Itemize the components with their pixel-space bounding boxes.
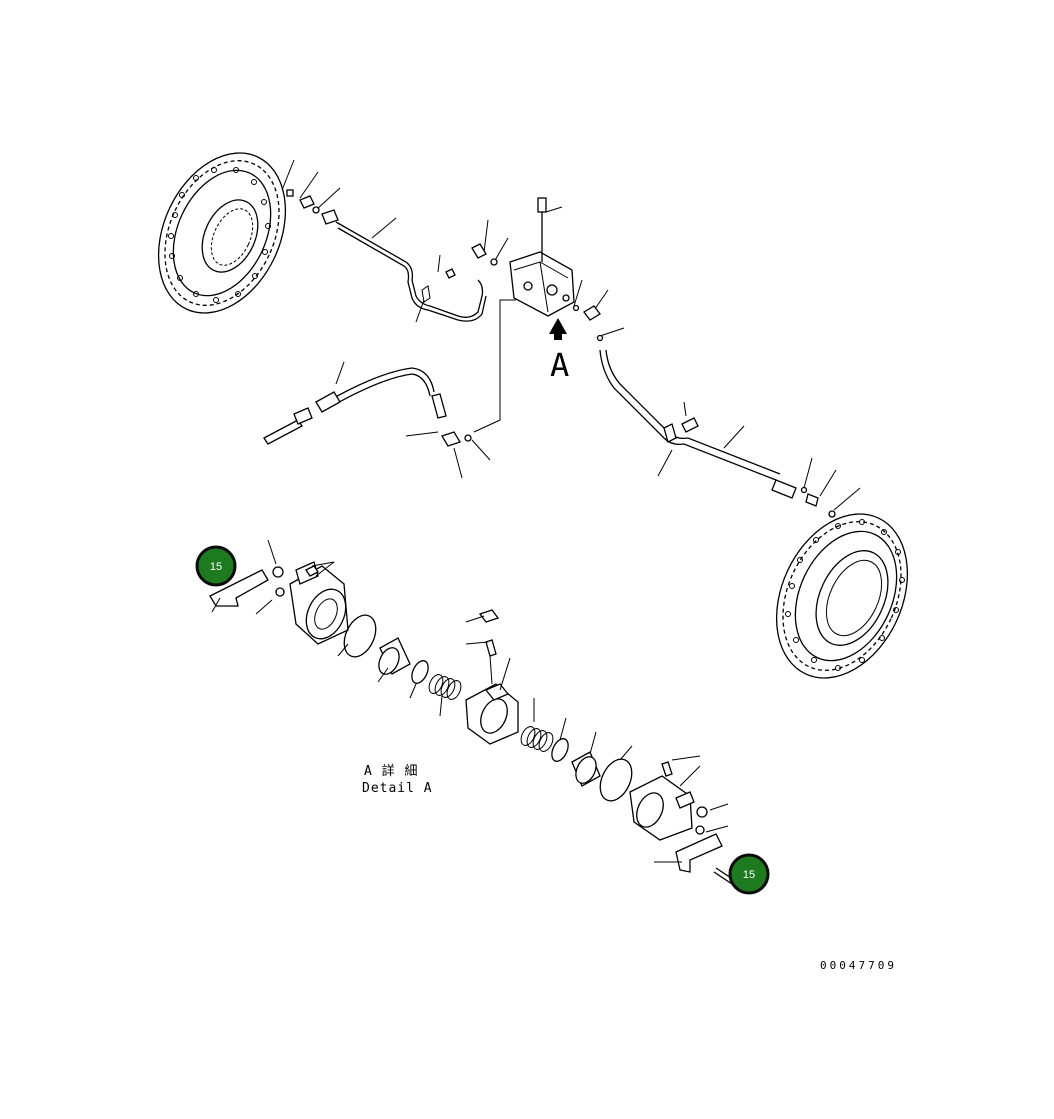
hose-left	[263, 299, 516, 479]
leaders-left-sprocket	[281, 159, 625, 337]
callout-number-right: 15	[743, 869, 755, 881]
drawing-number: 00047709	[820, 959, 897, 972]
leaders-detail-a	[211, 539, 729, 863]
callout-badge-left[interactable]: 15	[195, 545, 237, 587]
left-sprocket	[157, 152, 287, 314]
detail-label-en: Detail A	[362, 781, 433, 796]
pipe-right	[599, 349, 861, 518]
valve-block	[509, 197, 604, 342]
callout-number-left: 15	[210, 561, 222, 573]
left-fittings	[286, 189, 339, 225]
detail-label-jp: A 詳 細	[364, 763, 418, 779]
detail-a-assembly	[209, 561, 735, 885]
pipe-left	[335, 221, 498, 322]
callout-badge-right[interactable]: 15	[728, 853, 770, 895]
right-sprocket	[775, 513, 909, 679]
view-arrow: A	[549, 318, 569, 384]
view-label: A	[550, 346, 569, 384]
